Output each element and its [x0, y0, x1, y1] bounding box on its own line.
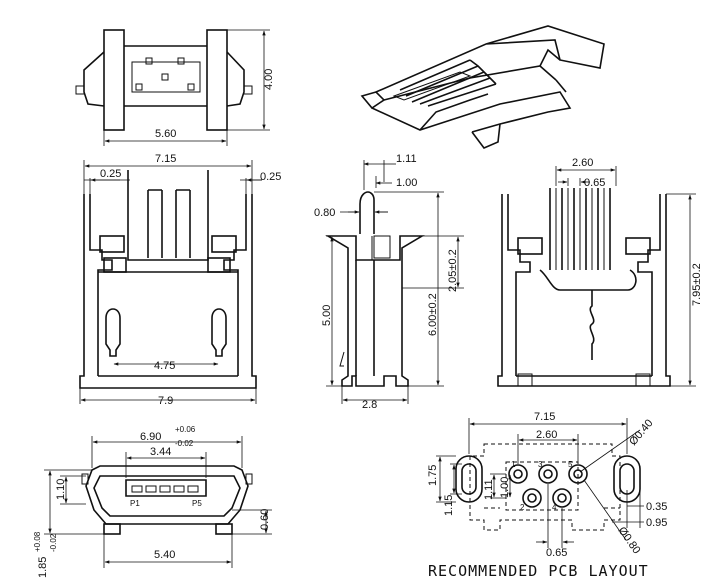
end-pin5-label: P5 [192, 499, 202, 508]
side-height-label-3: 2.05±0.2 [447, 249, 459, 292]
pcb-row-label-2: 1.00 [499, 477, 511, 498]
pcb-hole-diameter-label: Ø0.40 [627, 417, 655, 448]
pcb-pin-1: 1 [511, 460, 516, 469]
rear-pitch-label: 0.65 [584, 177, 605, 189]
end-pin1-label: P1 [130, 499, 140, 508]
end-view: P1 P5 6.90 +0.06 -0.02 3.44 1.10 1.85 +0… [33, 425, 272, 578]
top-view: 5.60 4.00 [75, 29, 275, 146]
front-view: 7.15 0.25 0.25 4.75 7.9 [79, 153, 281, 407]
pcb-overall-label: 7.15 [534, 411, 555, 423]
side-top-label-1: 1.11 [396, 153, 417, 165]
end-outer-tol-minus: -0.02 [175, 439, 194, 448]
end-left-height-label: 1.10 [55, 479, 67, 500]
pcb-layout: 1 2 3 4 5 7.15 2.60 Ø0.40 Ø0.80 1.75 1.1… [427, 411, 667, 580]
side-height-label-2: 6.00±0.2 [427, 293, 439, 336]
end-left-tol-plus: +0.08 [33, 531, 42, 552]
top-width-label: 5.60 [155, 128, 176, 140]
end-right-height-label: 0.60 [259, 509, 271, 530]
end-outer-width-label: 6.90 [140, 431, 161, 443]
rear-height-label: 7.95±0.2 [691, 263, 703, 306]
top-height-label: 4.00 [263, 69, 275, 90]
pcb-pin-3: 3 [538, 460, 543, 469]
front-base-width-label: 7.9 [158, 395, 173, 407]
isometric-view [360, 25, 605, 149]
pcb-pin-2: 2 [520, 503, 525, 512]
end-base-width-label: 5.40 [154, 549, 175, 561]
pcb-row-label-1: 1.11 [483, 479, 495, 500]
side-base-label: 2.8 [362, 399, 377, 411]
pcb-pad-diameter-label: Ø0.80 [616, 525, 643, 556]
side-view: 1.11 1.00 0.80 5.00 6.00±0.2 2.05±0.2 2.… [314, 153, 464, 411]
end-inner-width-label: 3.44 [150, 446, 171, 458]
front-right-offset-label: 0.25 [260, 171, 281, 183]
end-outer-tol-plus: +0.06 [175, 425, 196, 434]
end-left-tol-minus: -0.02 [49, 533, 58, 552]
pcb-left-height-1: 1.75 [427, 465, 439, 486]
front-overall-width-label: 7.15 [155, 153, 176, 165]
end-left-base-label: 1.85 [37, 557, 49, 578]
pcb-pitch-total-label: 2.60 [536, 429, 557, 441]
rear-pitch-total-label: 2.60 [572, 157, 593, 169]
front-peg-spacing-label: 4.75 [154, 360, 175, 372]
pcb-pin-4: 4 [552, 503, 557, 512]
pcb-right-label-2: 0.95 [646, 517, 667, 529]
pcb-layout-title: RECOMMENDED PCB LAYOUT [428, 562, 649, 580]
side-pin-label: 0.80 [314, 207, 335, 219]
side-height-label-1: 5.00 [321, 305, 333, 326]
pcb-pitch-label: 0.65 [546, 547, 567, 559]
rear-view: 2.60 0.65 7.95±0.2 [497, 157, 703, 387]
front-left-offset-label: 0.25 [100, 168, 121, 180]
pcb-left-height-2: 1.15 [443, 495, 455, 516]
side-top-label-2: 1.00 [396, 177, 417, 189]
pcb-right-label-1: 0.35 [646, 501, 667, 513]
pcb-pin-5: 5 [568, 460, 573, 469]
